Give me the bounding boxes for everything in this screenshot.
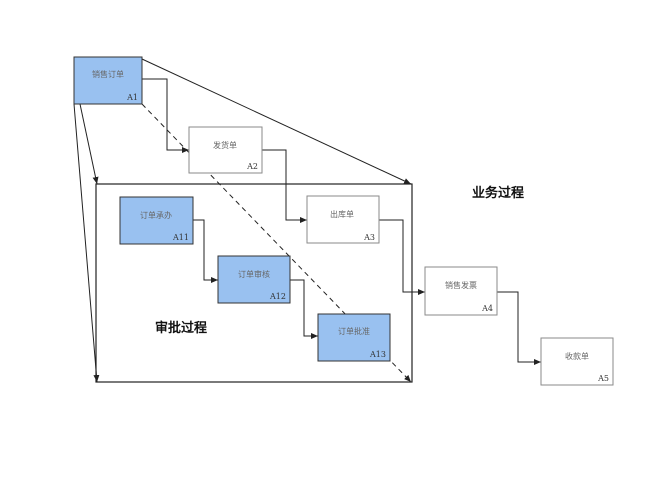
node-a5-label: 收款单 xyxy=(565,351,589,361)
node-a4-code: A4 xyxy=(481,304,493,313)
node-a12-code: A12 xyxy=(269,292,286,301)
node-a3-code: A3 xyxy=(363,233,375,242)
node-a12-label: 订单审核 xyxy=(238,269,270,279)
node-a11-label: 订单承办 xyxy=(140,210,172,220)
guide-line-left-inner xyxy=(79,103,99,185)
approval-process-frame xyxy=(95,183,413,383)
node-a1[interactable]: 销售订单 A1 xyxy=(73,56,143,105)
edge-a1-a2 xyxy=(142,78,189,153)
node-a2-label: 发货单 xyxy=(213,140,237,150)
edge-a2-a3 xyxy=(262,149,307,223)
node-a13[interactable]: 订单批准 A13 xyxy=(317,313,391,362)
edge-a12-a13 xyxy=(290,279,318,339)
node-a4[interactable]: 销售发票 A4 xyxy=(424,266,498,316)
guide-line-left-outer xyxy=(73,103,100,383)
node-a13-code: A13 xyxy=(369,350,386,359)
node-a2-code: A2 xyxy=(246,162,258,171)
node-a4-label: 销售发票 xyxy=(445,280,477,290)
edge-a4-a5 xyxy=(497,291,541,365)
node-a5-code: A5 xyxy=(597,374,609,383)
node-a13-label: 订单批准 xyxy=(338,326,370,336)
node-a2[interactable]: 发货单 A2 xyxy=(188,126,263,174)
business-process-title: 业务过程 xyxy=(472,185,524,201)
node-a11[interactable]: 订单承办 A11 xyxy=(119,196,194,245)
node-a5[interactable]: 收款单 A5 xyxy=(540,337,614,386)
edge-a11-a12 xyxy=(193,219,218,283)
node-a3-label: 出库单 xyxy=(330,209,354,219)
node-a1-label: 销售订单 xyxy=(92,69,124,79)
node-a3[interactable]: 出库单 A3 xyxy=(306,195,380,244)
guide-line-top xyxy=(141,58,412,185)
node-a11-code: A11 xyxy=(172,233,189,242)
node-a12[interactable]: 订单审核 A12 xyxy=(217,255,291,304)
node-a1-code: A1 xyxy=(126,93,138,102)
approval-process-title: 审批过程 xyxy=(155,320,207,336)
edge-a3-a4 xyxy=(379,219,425,295)
edges xyxy=(142,78,541,365)
